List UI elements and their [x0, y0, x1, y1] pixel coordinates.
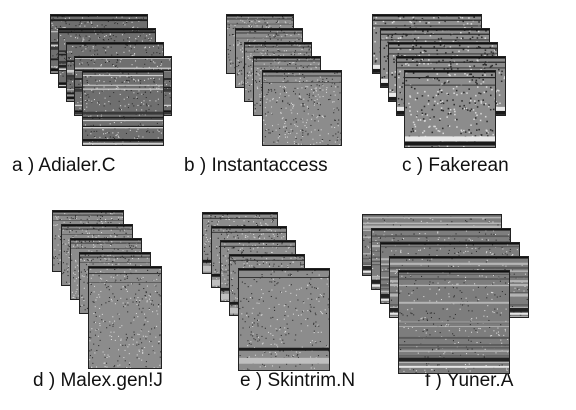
binary-image-sheet [88, 266, 162, 369]
caption-d: d ) Malex.gen!J [33, 370, 163, 391]
binary-image-sheet [238, 268, 330, 371]
binary-image-sheet [398, 270, 510, 374]
binary-texture [399, 271, 509, 373]
caption-f: f ) Yuner.A [425, 370, 514, 391]
binary-texture [239, 269, 329, 370]
binary-texture [83, 71, 163, 145]
binary-texture [263, 71, 341, 145]
caption-a: a ) Adialer.C [12, 155, 116, 176]
binary-texture [405, 71, 495, 147]
binary-image-sheet [404, 70, 496, 148]
caption-c: c ) Fakerean [402, 155, 509, 176]
caption-b: b ) Instantaccess [184, 155, 328, 176]
binary-image-sheet [262, 70, 342, 146]
caption-e: e ) Skintrim.N [240, 370, 356, 391]
binary-image-sheet [82, 70, 164, 146]
binary-texture [89, 267, 161, 368]
